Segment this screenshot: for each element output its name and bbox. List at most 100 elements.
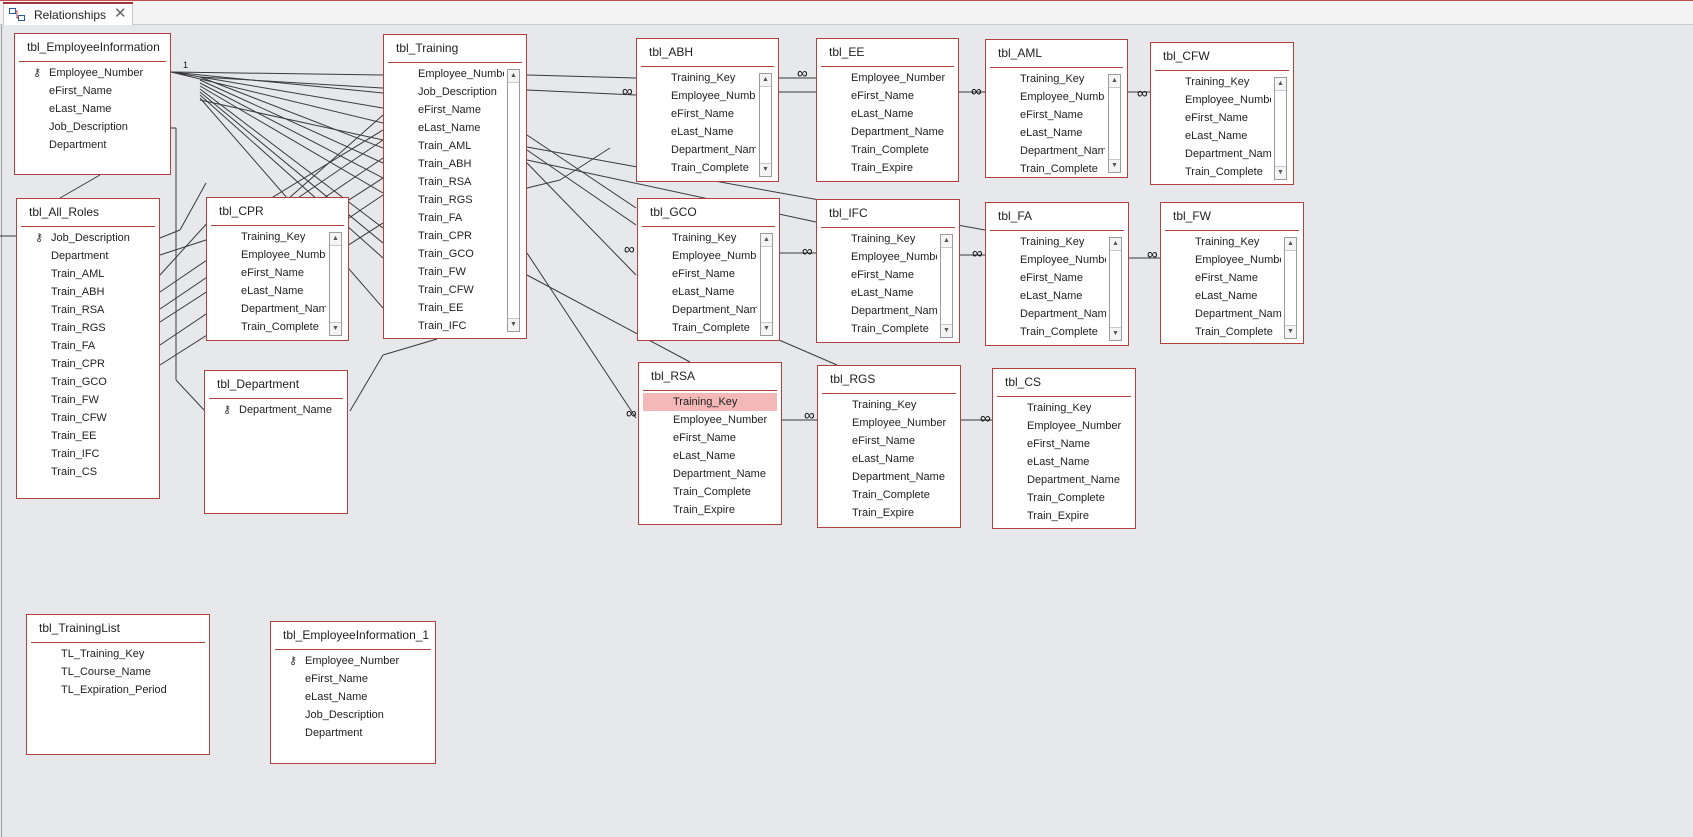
field-training-key[interactable]: Training_Key [1155,73,1271,91]
field-department[interactable]: Department [19,136,166,154]
field-list-scrollbar[interactable]: ▲▼ [1274,77,1287,180]
field-employee-number[interactable]: ⚷Employee_Number [275,652,431,670]
scroll-up-arrow-icon[interactable]: ▲ [1110,238,1121,251]
field-train-complete[interactable]: Train_Complete [997,489,1131,507]
field-employee-number[interactable]: Employee_Number [643,411,777,429]
field-efirst-name[interactable]: eFirst_Name [275,670,431,688]
field-department-name[interactable]: ⚷Department_Name [209,401,343,419]
scroll-down-arrow-icon[interactable]: ▼ [330,322,341,335]
scroll-down-arrow-icon[interactable]: ▼ [508,318,519,331]
field-employee-number[interactable]: Employee_Number [990,88,1105,106]
field-tl-training-key[interactable]: TL_Training_Key [31,645,205,663]
field-train-expire[interactable]: Train_Expire [821,159,954,177]
table-title[interactable]: tbl_RSA [643,363,777,391]
table-title[interactable]: tbl_GCO [642,199,775,227]
field-elast-name[interactable]: eLast_Name [388,119,504,137]
field-training-key[interactable]: Training_Key [990,233,1106,251]
table-tbl-department[interactable]: tbl_Department ⚷Department_Name [204,370,348,514]
field-train-abh[interactable]: Train_ABH [388,155,504,173]
field-train-rgs[interactable]: Train_RGS [21,319,155,337]
field-department-name[interactable]: Department_Name [997,471,1131,489]
field-train-complete[interactable]: Train_Complete [822,486,956,504]
field-employee-number[interactable]: Employee_Number [211,246,326,264]
field-efirst-name[interactable]: eFirst_Name [997,435,1131,453]
scroll-down-arrow-icon[interactable]: ▼ [1109,159,1120,172]
scroll-up-arrow-icon[interactable]: ▲ [508,70,519,83]
field-elast-name[interactable]: eLast_Name [275,688,431,706]
field-train-complete[interactable]: Train_Complete [1165,323,1281,341]
field-elast-name[interactable]: eLast_Name [1165,287,1281,305]
field-employee-number[interactable]: Employee_Number [821,248,937,266]
field-employee-number[interactable]: Employee_Number [388,65,504,83]
field-list-scrollbar[interactable]: ▲▼ [1284,237,1297,339]
field-training-key[interactable]: Training_Key [821,230,937,248]
relationships-canvas[interactable] [0,25,1693,837]
field-department-name[interactable]: Department_Name [1155,145,1271,163]
field-employee-number[interactable]: Employee_Number [997,417,1131,435]
field-efirst-name[interactable]: eFirst_Name [19,82,166,100]
table-title[interactable]: tbl_IFC [821,200,955,228]
field-efirst-name[interactable]: eFirst_Name [643,429,777,447]
field-elast-name[interactable]: eLast_Name [821,284,937,302]
field-efirst-name[interactable]: eFirst_Name [642,265,757,283]
scroll-down-arrow-icon[interactable]: ▼ [941,324,952,337]
field-employee-number[interactable]: Employee_Number [642,247,757,265]
field-department-name[interactable]: Department_Name [642,301,757,319]
scroll-down-arrow-icon[interactable]: ▼ [1110,327,1121,340]
table-title[interactable]: tbl_CPR [211,198,344,226]
field-train-aml[interactable]: Train_AML [388,137,504,155]
field-training-key[interactable]: Training_Key [1165,233,1281,251]
field-efirst-name[interactable]: eFirst_Name [822,432,956,450]
field-train-complete[interactable]: Train_Complete [642,319,757,337]
table-title[interactable]: tbl_AML [990,40,1123,68]
field-list-scrollbar[interactable]: ▲▼ [1109,237,1122,341]
field-list-scrollbar[interactable]: ▲▼ [760,233,773,336]
scroll-up-arrow-icon[interactable]: ▲ [760,74,771,87]
field-train-rgs[interactable]: Train_RGS [388,191,504,209]
field-training-key[interactable]: Training_Key [643,393,777,411]
field-job-description[interactable]: Job_Description [388,83,504,101]
field-elast-name[interactable]: eLast_Name [643,447,777,465]
field-training-key[interactable]: Training_Key [990,70,1105,88]
field-elast-name[interactable]: eLast_Name [990,124,1105,142]
field-train-cfw[interactable]: Train_CFW [388,281,504,299]
field-employee-number[interactable]: Employee_Number [1155,91,1271,109]
field-list-scrollbar[interactable]: ▲▼ [759,73,772,177]
field-train-rsa[interactable]: Train_RSA [388,173,504,191]
scroll-up-arrow-icon[interactable]: ▲ [761,234,772,247]
table-title[interactable]: tbl_Department [209,371,343,399]
table-title[interactable]: tbl_Training [388,35,522,63]
field-train-ifc[interactable]: Train_IFC [388,317,504,335]
field-department[interactable]: Department [275,724,431,742]
field-list-scrollbar[interactable]: ▲▼ [507,69,520,332]
field-elast-name[interactable]: eLast_Name [822,450,956,468]
field-department[interactable]: Department [21,247,155,265]
field-tl-expiration-period[interactable]: TL_Expiration_Period [31,681,205,699]
field-elast-name[interactable]: eLast_Name [641,123,756,141]
field-tl-course-name[interactable]: TL_Course_Name [31,663,205,681]
table-title[interactable]: tbl_EE [821,39,954,67]
table-title[interactable]: tbl_FW [1165,203,1299,231]
field-department-name[interactable]: Department_Name [822,468,956,486]
table-title[interactable]: tbl_All_Roles [21,199,155,227]
field-train-complete[interactable]: Train_Complete [821,141,954,159]
field-train-expire[interactable]: Train_Expire [997,507,1131,525]
field-elast-name[interactable]: eLast_Name [821,105,954,123]
field-elast-name[interactable]: eLast_Name [990,287,1106,305]
field-elast-name[interactable]: eLast_Name [997,453,1131,471]
field-department-name[interactable]: Department_Name [1165,305,1281,323]
field-elast-name[interactable]: eLast_Name [19,100,166,118]
scroll-up-arrow-icon[interactable]: ▲ [941,235,952,248]
table-title[interactable]: tbl_EmployeeInformation_1 [275,622,431,650]
field-train-expire[interactable]: Train_Expire [643,501,777,519]
field-employee-number[interactable]: Employee_Number [821,69,954,87]
field-employee-number[interactable]: ⚷Employee_Number [19,64,166,82]
field-train-gco[interactable]: Train_GCO [388,245,504,263]
field-training-key[interactable]: Training_Key [641,69,756,87]
field-train-aml[interactable]: Train_AML [21,265,155,283]
